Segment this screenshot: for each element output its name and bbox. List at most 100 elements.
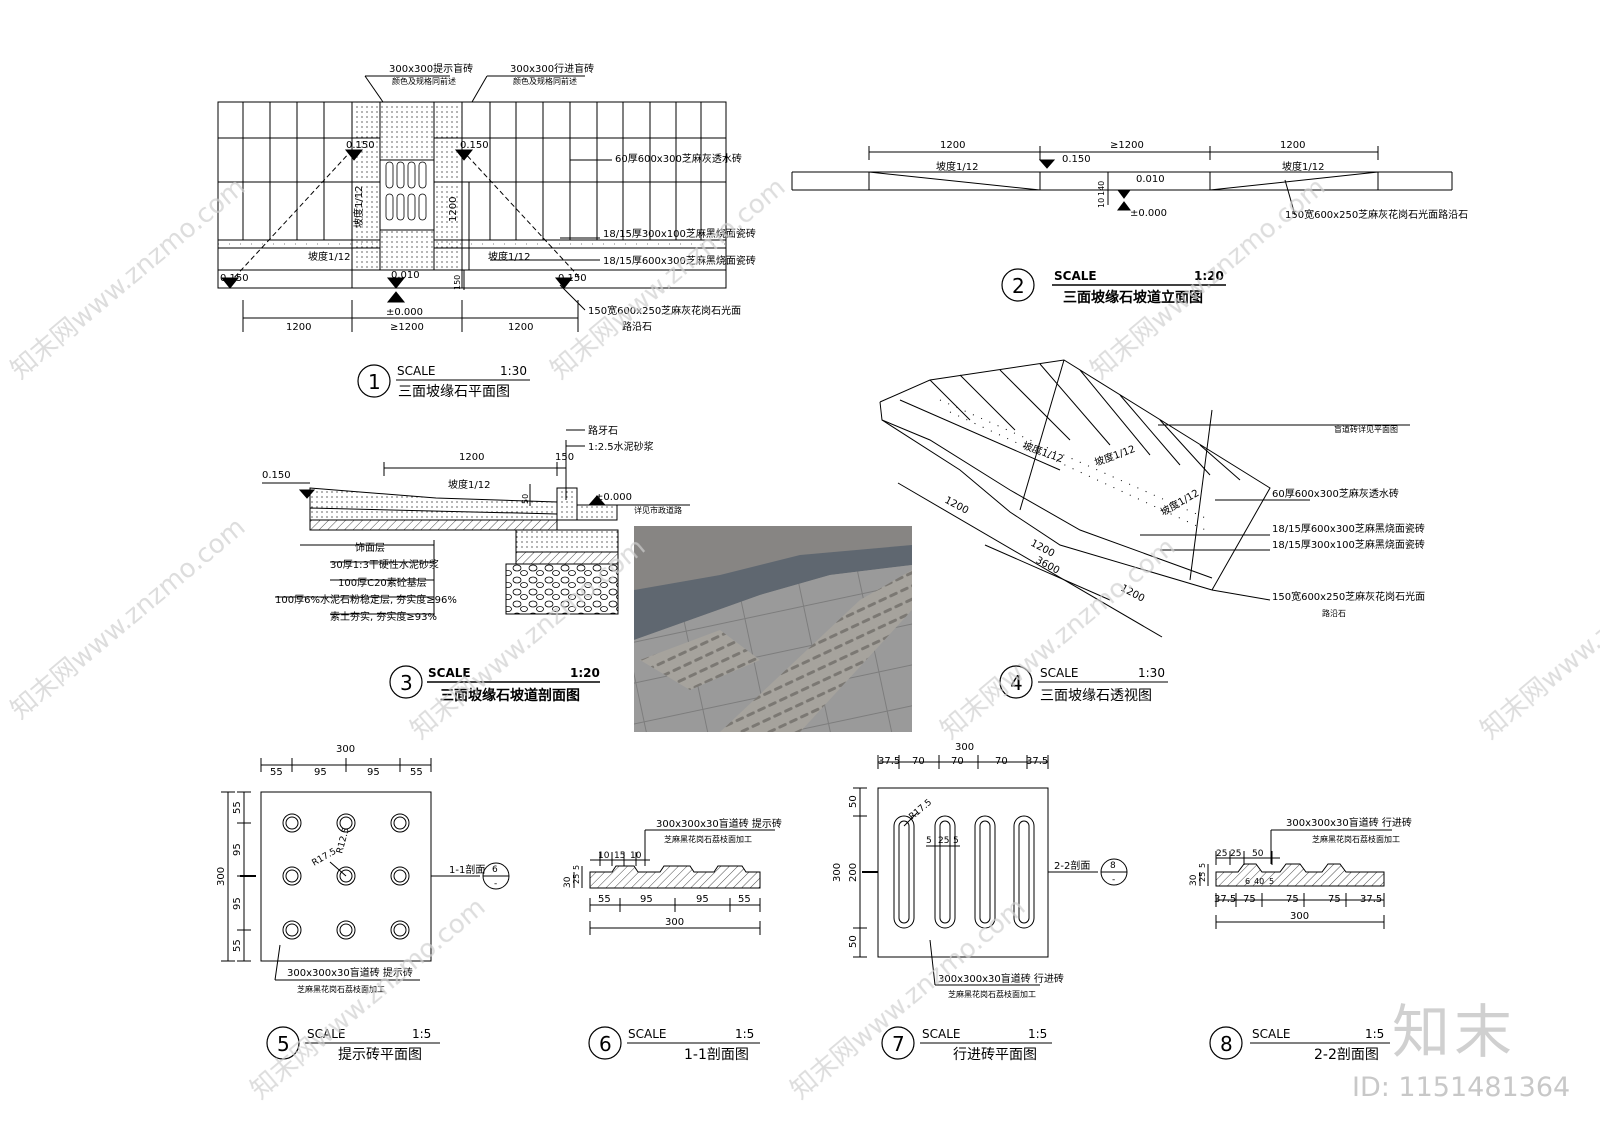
- drawing-number: 7: [892, 1032, 905, 1056]
- drawing-title: 三面坡缘石透视图: [1040, 688, 1152, 704]
- dim-10-b: 10: [630, 851, 642, 861]
- section-number: 8: [1110, 861, 1116, 871]
- scale-label: SCALE: [628, 1027, 666, 1041]
- elevation-drawing-2: [791, 146, 1453, 216]
- dim-6: 6: [1245, 877, 1250, 886]
- note-3: 18/15厚600x300芝麻黑烧面瓷砖: [603, 254, 756, 267]
- dim-5: 5: [572, 865, 581, 870]
- dim-e-2: 75: [1286, 894, 1299, 905]
- dim-300: 300: [832, 863, 843, 882]
- tile-b-label: 300x300行进盲砖: [510, 62, 594, 75]
- elev-c: 0.150: [220, 273, 249, 284]
- layer-1: 饰面层: [355, 541, 385, 554]
- drawing-number: 6: [599, 1032, 612, 1056]
- dim-15: 15: [614, 851, 625, 861]
- slope-b: 坡度1/12: [1093, 442, 1137, 469]
- dim-140: 140: [1097, 181, 1106, 196]
- note-2: 18/15厚300x100芝麻黑烧面瓷砖: [603, 227, 756, 240]
- dim-25: 25: [572, 874, 581, 884]
- dim-1200-left: 1200: [286, 322, 311, 333]
- scale-ratio: 1:5: [1028, 1027, 1047, 1041]
- note-4b: 路沿石: [1322, 608, 1346, 618]
- watermark-text: 知末网www.znzmo.com: [245, 892, 491, 1105]
- dim-d-2: 70: [951, 756, 964, 767]
- drawing-title: 三面坡缘石平面图: [398, 384, 510, 400]
- drawing-number: 2: [1012, 274, 1025, 298]
- tile-b-sub: 颜色及规格同前述: [513, 76, 577, 86]
- scale-ratio: 1:5: [1365, 1027, 1384, 1041]
- dim-width: 300: [665, 917, 684, 928]
- dim-c-left: 37.5: [1214, 894, 1236, 905]
- title-block-4: 4 SCALE 1:30 三面坡缘石透视图: [999, 665, 1168, 704]
- layer-5: 素土夯实, 夯实度≥93%: [330, 610, 437, 623]
- dim-1200: 1200: [459, 452, 484, 463]
- drawing-number: 3: [400, 671, 413, 695]
- section-drawing-3-text: 0.150 1200 150 50 坡度1/12 ±0.000 路牙石 1:2.…: [262, 424, 682, 623]
- scale-label: SCALE: [1040, 666, 1078, 680]
- dim-150: 150: [453, 275, 462, 290]
- dim-e-1: 75: [1243, 894, 1256, 905]
- dim-a-top: 55: [232, 801, 243, 814]
- scale-label: SCALE: [397, 364, 435, 378]
- section-1-1-drawing-6-text: 300x300x30盲道砖 提示砖 芝麻黑花岗石荔枝面加工 10 15 10 3…: [563, 817, 782, 928]
- tile-a-label: 300x300提示盲砖: [389, 62, 473, 75]
- dim-ge1200: ≥1200: [390, 322, 424, 333]
- dim-10-a: 10: [598, 851, 610, 861]
- site-photo: [634, 526, 912, 732]
- dim-3600: 3600: [1034, 555, 1062, 577]
- dim-e-3: 75: [1328, 894, 1341, 905]
- perspective-drawing-4-text: 盲道砖详见平面图 60厚600x300芝麻灰透水砖 18/15厚600x300芝…: [943, 424, 1426, 618]
- tile-label: 300x300x30盲道砖 行进砖: [1286, 816, 1412, 829]
- dim-10: 10: [1097, 198, 1106, 208]
- scale-ratio: 1:30: [1138, 666, 1165, 680]
- watermark-text: 知末网www.znzmo.com: [5, 512, 251, 725]
- note-0: 盲道砖详见平面图: [1334, 424, 1398, 434]
- drawing-title: 行进砖平面图: [953, 1047, 1037, 1063]
- title-block-2: 2 SCALE 1:20 三面坡缘石坡道立面图: [1001, 268, 1226, 306]
- dim-d-3: 70: [995, 756, 1008, 767]
- elev-b: 0.010: [1136, 174, 1165, 185]
- layer-2: 30厚1:3干硬性水泥砂浆: [330, 558, 439, 571]
- watermark-id: ID: 1151481364: [1352, 1072, 1571, 1103]
- dim-5-a: 5: [926, 836, 932, 846]
- dimension-lines: [242, 75, 612, 332]
- plan-drawing-1: [217, 75, 727, 332]
- elev-mid: 0.010: [391, 270, 420, 281]
- tile-label: 300x300x30盲道砖 提示砖: [287, 966, 413, 979]
- drawing-number: 4: [1010, 671, 1023, 695]
- watermark-text: 知末网www.znzmo.com: [1475, 532, 1600, 745]
- drawing-title: 1-1剖面图: [684, 1047, 749, 1063]
- scale-label: SCALE: [428, 666, 471, 680]
- title-block-8: 8 SCALE 1:5 2-2剖面图: [1209, 1026, 1390, 1063]
- dim-1200-right: 1200: [1280, 140, 1305, 151]
- tile-a-sub: 颜色及规格同前述: [392, 76, 456, 86]
- dim-5-v: 5: [1198, 863, 1207, 868]
- drawing-number: 8: [1220, 1032, 1233, 1056]
- dim-25-b: 25: [1230, 849, 1241, 859]
- dim-c-left: 37.5: [878, 756, 900, 767]
- dim-25: 25: [938, 836, 949, 846]
- note-4: 150宽600x250芝麻灰花岗石光面: [1272, 590, 1425, 603]
- title-block-3: 3 SCALE 1:20 三面坡缘石坡道剖面图: [389, 665, 600, 704]
- scale-label: SCALE: [1252, 1027, 1290, 1041]
- warning-tile-plan-5-text: 300 55 95 95 55 55 95 95 55 300 R12.5 R1…: [216, 744, 498, 994]
- drawing-title: 三面坡缘石坡道剖面图: [440, 687, 580, 704]
- tile-label: 300x300x30盲道砖 提示砖: [656, 817, 782, 830]
- slope-right: 坡度1/12: [1282, 160, 1324, 173]
- tile-label-2: 芝麻黑花岗石荔枝面加工: [664, 834, 752, 844]
- drawing-title: 2-2剖面图: [1314, 1047, 1379, 1063]
- drawing-number: 5: [277, 1032, 290, 1056]
- dim-1200-vertical: 1200: [448, 197, 459, 222]
- slope: 坡度1/12: [448, 478, 490, 491]
- dim-50-bottom: 50: [848, 935, 859, 948]
- scale-ratio: 1:20: [1194, 269, 1224, 283]
- layer-4: 100厚6%水泥石粉稳定层, 夯实度≥96%: [275, 593, 457, 606]
- tile-label: 300x300x30盲道砖 行进砖: [938, 972, 1064, 985]
- tile-label-2: 芝麻黑花岗石荔枝面加工: [297, 984, 385, 994]
- scale-ratio: 1:5: [735, 1027, 754, 1041]
- curb-note: 150宽600x250芝麻灰花岗石光面路沿石: [1285, 208, 1468, 221]
- elev-zero: ±0.000: [386, 307, 423, 318]
- elev-d: 0.150: [558, 273, 587, 284]
- title-block-6: 6 SCALE 1:5 1-1剖面图: [588, 1026, 760, 1063]
- slope-left: 坡度1/12: [308, 250, 350, 263]
